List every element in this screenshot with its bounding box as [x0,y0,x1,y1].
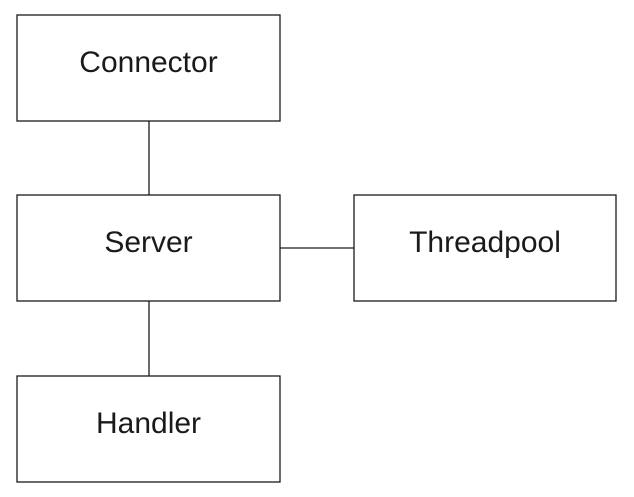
node-threadpool-label: Threadpool [409,226,561,259]
node-server-box [16,194,281,302]
node-connector: Connector [16,14,281,122]
node-connector-box [16,14,281,122]
node-threadpool: Threadpool [353,194,617,302]
node-handler-label: Handler [96,407,201,440]
node-server-label: Server [104,226,192,259]
node-connector-label: Connector [79,46,217,79]
node-handler-box [16,375,281,483]
node-threadpool-box [353,194,617,302]
node-server: Server [16,194,281,302]
node-handler: Handler [16,375,281,483]
